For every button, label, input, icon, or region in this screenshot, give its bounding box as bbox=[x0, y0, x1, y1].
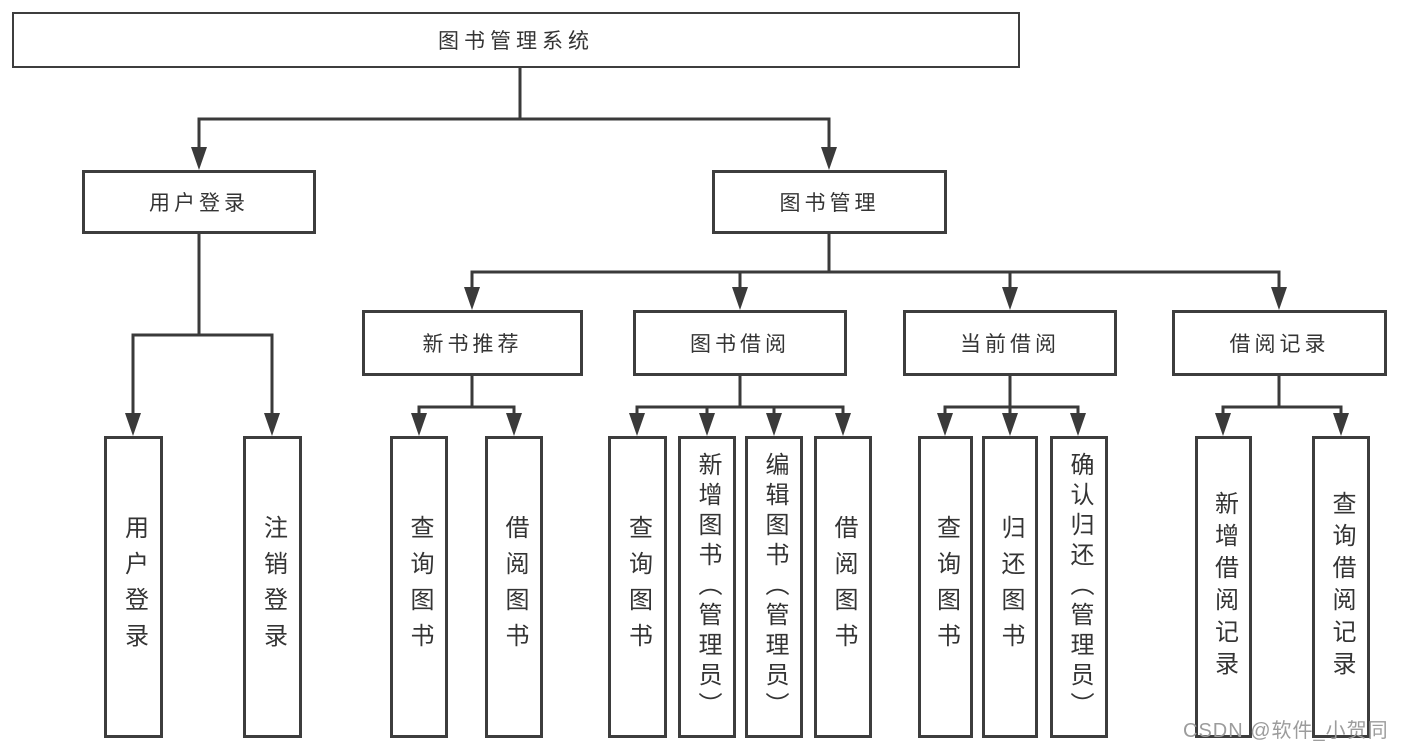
leaf-current-confirm-return-admin: 确认归还（管理员） bbox=[1050, 436, 1108, 738]
leaf-current-return-book: 归还图书 bbox=[982, 436, 1038, 738]
node-book-borrow: 图书借阅 bbox=[633, 310, 847, 376]
node-book-management: 图书管理 bbox=[712, 170, 947, 234]
node-borrow-record: 借阅记录 bbox=[1172, 310, 1387, 376]
leaf-borrow-borrow-book: 借阅图书 bbox=[814, 436, 872, 738]
node-root-system: 图书管理系统 bbox=[12, 12, 1020, 68]
leaf-borrow-query-book: 查询图书 bbox=[608, 436, 667, 738]
tree-edges bbox=[131, 68, 1343, 414]
leaf-user-login: 用户登录 bbox=[104, 436, 163, 738]
node-new-book-recommend: 新书推荐 bbox=[362, 310, 583, 376]
leaf-record-query: 查询借阅记录 bbox=[1312, 436, 1370, 738]
csdn-watermark: CSDN @软件_小贺同学 bbox=[1183, 720, 1389, 742]
leaf-current-query-book: 查询图书 bbox=[918, 436, 973, 738]
leaf-borrow-edit-book-admin: 编辑图书（管理员） bbox=[745, 436, 803, 738]
leaf-recommend-query-book: 查询图书 bbox=[390, 436, 448, 738]
leaf-recommend-borrow-book: 借阅图书 bbox=[485, 436, 543, 738]
leaf-record-add: 新增借阅记录 bbox=[1195, 436, 1252, 738]
arrowheads bbox=[125, 147, 1349, 436]
node-current-borrow: 当前借阅 bbox=[903, 310, 1117, 376]
leaf-borrow-add-book-admin: 新增图书（管理员） bbox=[678, 436, 736, 738]
node-user-login: 用户登录 bbox=[82, 170, 316, 234]
leaf-logout: 注销登录 bbox=[243, 436, 302, 738]
